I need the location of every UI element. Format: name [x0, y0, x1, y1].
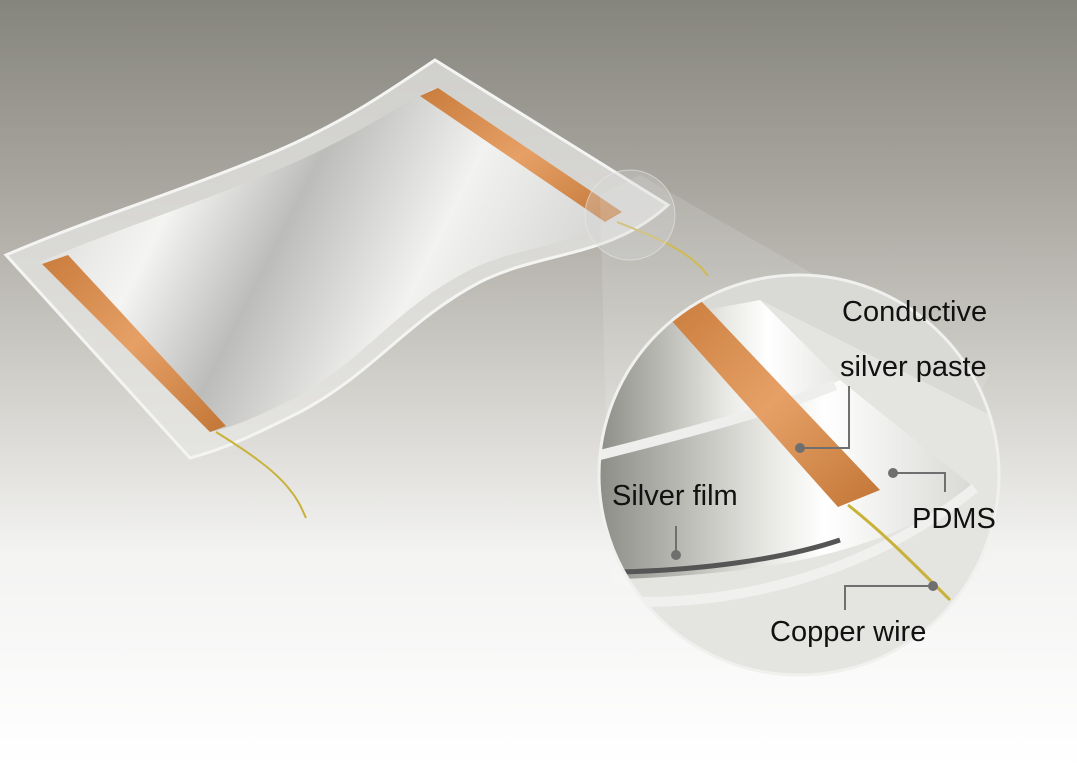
label-pdms: PDMS [912, 503, 996, 535]
leader-lines [675, 386, 946, 610]
zoom-spot [584, 169, 676, 261]
label-conductive: Conductive [842, 296, 987, 328]
leader-dot-silver [671, 550, 681, 560]
leader-dot-pdms [888, 468, 898, 478]
magnifier [584, 169, 1001, 677]
flexible-sheet [3, 58, 709, 519]
label-silver-paste: silver paste [840, 351, 987, 383]
label-silver-film: Silver film [612, 480, 738, 512]
leader-dot-copper [928, 581, 938, 591]
leader-copper-wire [844, 585, 933, 610]
copper-wire-left [215, 431, 307, 519]
leader-conductive-paste [800, 386, 850, 449]
copper-wire-right [616, 221, 709, 277]
label-copper-wire: Copper wire [770, 616, 926, 648]
leader-dot-paste [795, 443, 805, 453]
zoom-copper-electrode [662, 300, 880, 507]
copper-electrode-right [420, 88, 622, 222]
leader-pdms [893, 472, 946, 492]
silver-film [40, 88, 620, 432]
zoomed-cross-section [599, 275, 999, 675]
copper-electrode-left [42, 255, 226, 432]
